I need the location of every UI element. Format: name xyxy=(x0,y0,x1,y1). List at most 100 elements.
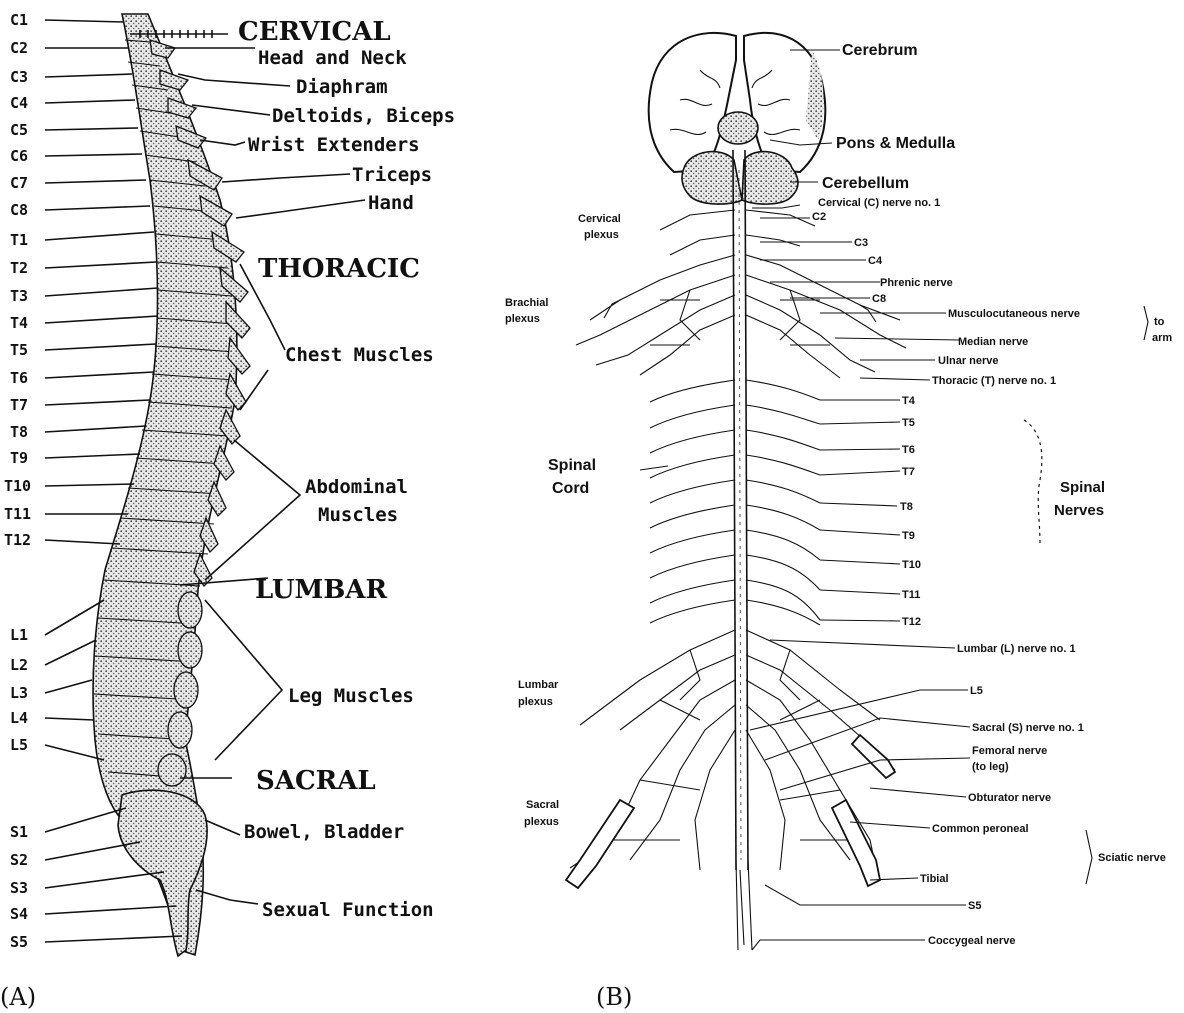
label-femoral: Femoral nerve xyxy=(972,745,1047,757)
left-leaders xyxy=(640,466,668,470)
label-phrenic: Phrenic nerve xyxy=(880,277,953,289)
label-sacral-plexus-1: Sacral xyxy=(526,799,559,811)
label-thoracic-nerve-1: Thoracic (T) nerve no. 1 xyxy=(932,375,1056,387)
label-t6: T6 xyxy=(902,444,915,456)
label-median: Median nerve xyxy=(958,336,1028,348)
label-femoral-sub: (to leg) xyxy=(972,761,1009,773)
spinal-cord xyxy=(733,150,752,950)
vertebra-label: S3 xyxy=(10,879,28,897)
vertebra-label: C4 xyxy=(10,94,28,112)
label-l5: L5 xyxy=(970,685,983,697)
vertebra-label: T12 xyxy=(4,531,31,549)
vertebra-labels: C1 C2 C3 C4 C5 C6 C7 C8 T1 T2 T3 T4 T5 T… xyxy=(4,11,31,951)
label-to-arm-1: to xyxy=(1154,316,1165,328)
label-sciatic: Sciatic nerve xyxy=(1098,852,1166,864)
function-head-neck: Head and Neck xyxy=(258,47,407,69)
vertebra-label: T9 xyxy=(10,449,28,467)
vertebra-label: C8 xyxy=(10,201,28,219)
vertebra-label: L4 xyxy=(10,709,28,727)
label-t8: T8 xyxy=(900,501,913,513)
label-coccygeal: Coccygeal nerve xyxy=(928,935,1015,947)
lumbosacral-plexus xyxy=(570,630,895,878)
vertebra-label: T5 xyxy=(10,341,28,359)
panel-b-label: (B) xyxy=(596,983,632,1011)
label-spinal-cord-1: Spinal xyxy=(548,457,596,474)
label-musculocutaneous: Musculocutaneous nerve xyxy=(948,308,1080,320)
label-common-peroneal: Common peroneal xyxy=(932,823,1029,835)
label-lumbar-plexus-2: plexus xyxy=(518,696,553,708)
vertebra-label: T2 xyxy=(10,259,28,277)
label-cervical-nerve-1: Cervical (C) nerve no. 1 xyxy=(818,197,940,209)
function-chest: Chest Muscles xyxy=(285,344,434,366)
vertebra-label: C5 xyxy=(10,121,28,139)
label-t11: T11 xyxy=(902,589,920,601)
vertebra-label: S2 xyxy=(10,851,28,869)
label-t7: T7 xyxy=(902,466,915,478)
panel-a-label: (A) xyxy=(0,983,36,1011)
cerebrum-left xyxy=(649,33,736,172)
function-deltoids: Deltoids, Biceps xyxy=(272,105,455,127)
vertebra-label: T10 xyxy=(4,477,31,495)
brachial-plexus xyxy=(576,210,906,378)
label-sacral-nerve-1: Sacral (S) nerve no. 1 xyxy=(972,722,1084,734)
label-t5: T5 xyxy=(902,417,915,429)
vertebra-label: L2 xyxy=(10,656,28,674)
label-brachial-plexus-2: plexus xyxy=(505,313,540,325)
label-lumbar-plexus-1: Lumbar xyxy=(518,679,559,691)
vertebra-label: T4 xyxy=(10,314,28,332)
to-arm-brace xyxy=(1144,306,1148,340)
label-spinal-nerves-1: Spinal xyxy=(1060,479,1105,496)
vertebra-label: T8 xyxy=(10,423,28,441)
function-abdominal-1: Abdominal xyxy=(305,476,408,498)
label-spinal-cord-2: Cord xyxy=(552,480,589,497)
function-wrist: Wrist Extenders xyxy=(248,134,420,156)
function-triceps: Triceps xyxy=(352,164,432,186)
vertebra-label: L3 xyxy=(10,684,28,702)
label-t12: T12 xyxy=(902,616,921,628)
label-cerebellum: Cerebellum xyxy=(822,175,909,192)
label-c3: C3 xyxy=(854,237,868,249)
label-spinal-nerves-2: Nerves xyxy=(1054,502,1104,519)
label-brachial-plexus-1: Brachial xyxy=(505,297,548,309)
label-lumbar-nerve-1: Lumbar (L) nerve no. 1 xyxy=(957,643,1076,655)
function-sexual: Sexual Function xyxy=(262,899,434,921)
function-bowel: Bowel, Bladder xyxy=(244,821,404,843)
section-sacral: SACRAL xyxy=(256,766,376,796)
vertebra-label: T11 xyxy=(4,505,31,523)
label-c8: C8 xyxy=(872,293,886,305)
vertebra-label: S1 xyxy=(10,823,28,841)
label-t9: T9 xyxy=(902,530,915,542)
section-lumbar: LUMBAR xyxy=(255,575,387,605)
leg-trunks xyxy=(566,735,895,888)
function-leg: Leg Muscles xyxy=(288,685,414,707)
label-t4: T4 xyxy=(902,395,916,407)
vertebra-label: L5 xyxy=(10,736,28,754)
label-s5: S5 xyxy=(968,900,981,912)
vertebra-label: C3 xyxy=(10,68,28,86)
cerebellum xyxy=(682,152,798,205)
label-sacral-plexus-2: plexus xyxy=(524,816,559,828)
vertebra-label: S4 xyxy=(10,905,28,923)
vertebra-label: L1 xyxy=(10,626,28,644)
function-hand: Hand xyxy=(368,192,414,214)
label-cervical-plexus-1: Cervical xyxy=(578,213,621,225)
label-c4: C4 xyxy=(868,255,883,267)
section-cervical: CERVICAL xyxy=(238,17,391,47)
vertebra-label: T1 xyxy=(10,231,28,249)
vertebra-label: C2 xyxy=(10,39,28,57)
function-diaphram: Diaphram xyxy=(296,76,388,98)
label-cerebrum: Cerebrum xyxy=(842,42,918,59)
label-ulnar: Ulnar nerve xyxy=(938,355,999,367)
label-c2: C2 xyxy=(812,211,826,223)
label-pons: Pons & Medulla xyxy=(836,135,955,152)
function-abdominal-2: Muscles xyxy=(318,504,398,526)
vertebra-label: S5 xyxy=(10,933,28,951)
label-obturator: Obturator nerve xyxy=(968,792,1051,804)
label-t10: T10 xyxy=(902,559,921,571)
section-thoracic: THORACIC xyxy=(258,254,420,284)
vertebra-label: C7 xyxy=(10,174,28,192)
vertebra-label: C6 xyxy=(10,147,28,165)
spinal-nerves-brace xyxy=(1024,420,1042,545)
sciatic-brace xyxy=(1086,830,1092,884)
